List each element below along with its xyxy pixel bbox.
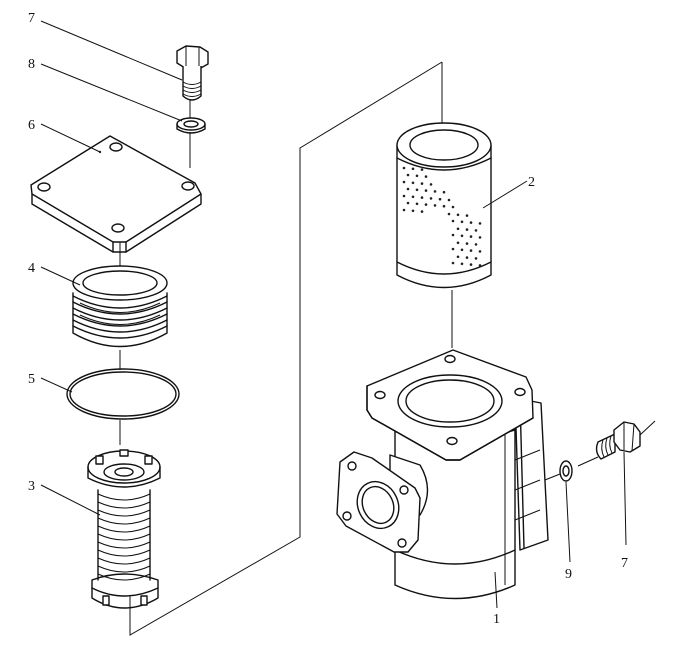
perforation-dot (469, 249, 473, 252)
perforation-dot (451, 247, 455, 251)
perforation-dot (451, 261, 455, 265)
perforation-dot (474, 229, 478, 232)
perforation-dot (460, 248, 464, 252)
o-ring (66, 368, 180, 420)
perforation-dot (478, 250, 482, 253)
cover-plate (30, 135, 202, 253)
perforation-dot (460, 234, 464, 238)
perforation-dot (424, 203, 428, 206)
spring-element (87, 449, 161, 609)
perforation-dot (447, 198, 451, 202)
perforation-dot (415, 174, 419, 178)
assembly-lines (119, 61, 656, 636)
bellows (72, 265, 168, 348)
perforation-dot (402, 180, 406, 184)
filter-element (396, 122, 492, 289)
perforation-dot (456, 227, 460, 231)
perforation-dot (402, 208, 406, 212)
perforation-dot (411, 195, 415, 199)
perforation-dot (442, 190, 446, 194)
callout-4: 4 (28, 261, 35, 276)
perforation-dot (478, 222, 482, 225)
perforation-dot (451, 219, 455, 223)
callout-2: 2 (528, 175, 535, 190)
perforation-dot (433, 204, 437, 207)
callout-3: 3 (28, 479, 35, 494)
perforation-dot (402, 194, 406, 198)
perforation-dot (420, 168, 424, 171)
perforation-dot (420, 196, 424, 199)
perforation-dot (474, 257, 478, 260)
perforation-dot (411, 209, 415, 213)
filter-perforations (402, 166, 482, 267)
callout-7-side: 7 (621, 556, 628, 571)
perforation-dot (451, 233, 455, 237)
washer-top (176, 117, 206, 134)
bolt-side (595, 421, 641, 460)
perforation-dot (429, 183, 433, 186)
callout-8: 8 (28, 57, 35, 72)
perforation-dot (411, 181, 415, 185)
perforation-dot (460, 262, 464, 266)
perforation-dot (478, 264, 482, 267)
perforation-dot (411, 167, 415, 171)
perforation-dot (465, 242, 469, 245)
perforation-dot (456, 241, 460, 245)
perforation-dot (456, 213, 460, 217)
perforation-dot (465, 256, 469, 259)
perforation-dot (406, 173, 410, 177)
perforation-dot (465, 214, 469, 217)
perforation-dot (474, 243, 478, 246)
callout-labels: 7 8 6 4 5 3 2 9 7 1 (28, 11, 628, 627)
perforation-dot (433, 190, 437, 193)
perforation-dot (478, 236, 482, 239)
perforation-dot (469, 263, 473, 266)
perforation-dot (447, 212, 451, 216)
perforation-dot (424, 189, 428, 192)
perforation-dot (402, 166, 406, 170)
perforation-dot (456, 255, 460, 259)
perforation-dot (420, 182, 424, 185)
callout-9: 9 (565, 567, 572, 582)
perforation-dot (465, 228, 469, 231)
callout-5: 5 (28, 372, 35, 387)
washer-side (559, 460, 573, 482)
callout-6: 6 (28, 118, 35, 133)
callout-1: 1 (493, 612, 500, 627)
perforation-dot (424, 175, 428, 178)
perforation-dot (469, 235, 473, 238)
perforation-dot (415, 202, 419, 206)
perforation-dot (442, 204, 446, 208)
leader-lines (40, 20, 627, 609)
perforation-dot (406, 201, 410, 205)
perforation-dot (429, 197, 433, 200)
callout-7-top: 7 (28, 11, 35, 26)
perforation-dot (438, 197, 442, 201)
perforation-dot (451, 205, 455, 209)
perforation-dot (469, 221, 473, 224)
bolt-top (176, 45, 209, 101)
perforation-dot (460, 220, 464, 224)
perforation-dot (420, 210, 424, 213)
filter-housing (336, 349, 549, 600)
perforation-dot (415, 188, 419, 192)
perforation-dot (406, 187, 410, 191)
